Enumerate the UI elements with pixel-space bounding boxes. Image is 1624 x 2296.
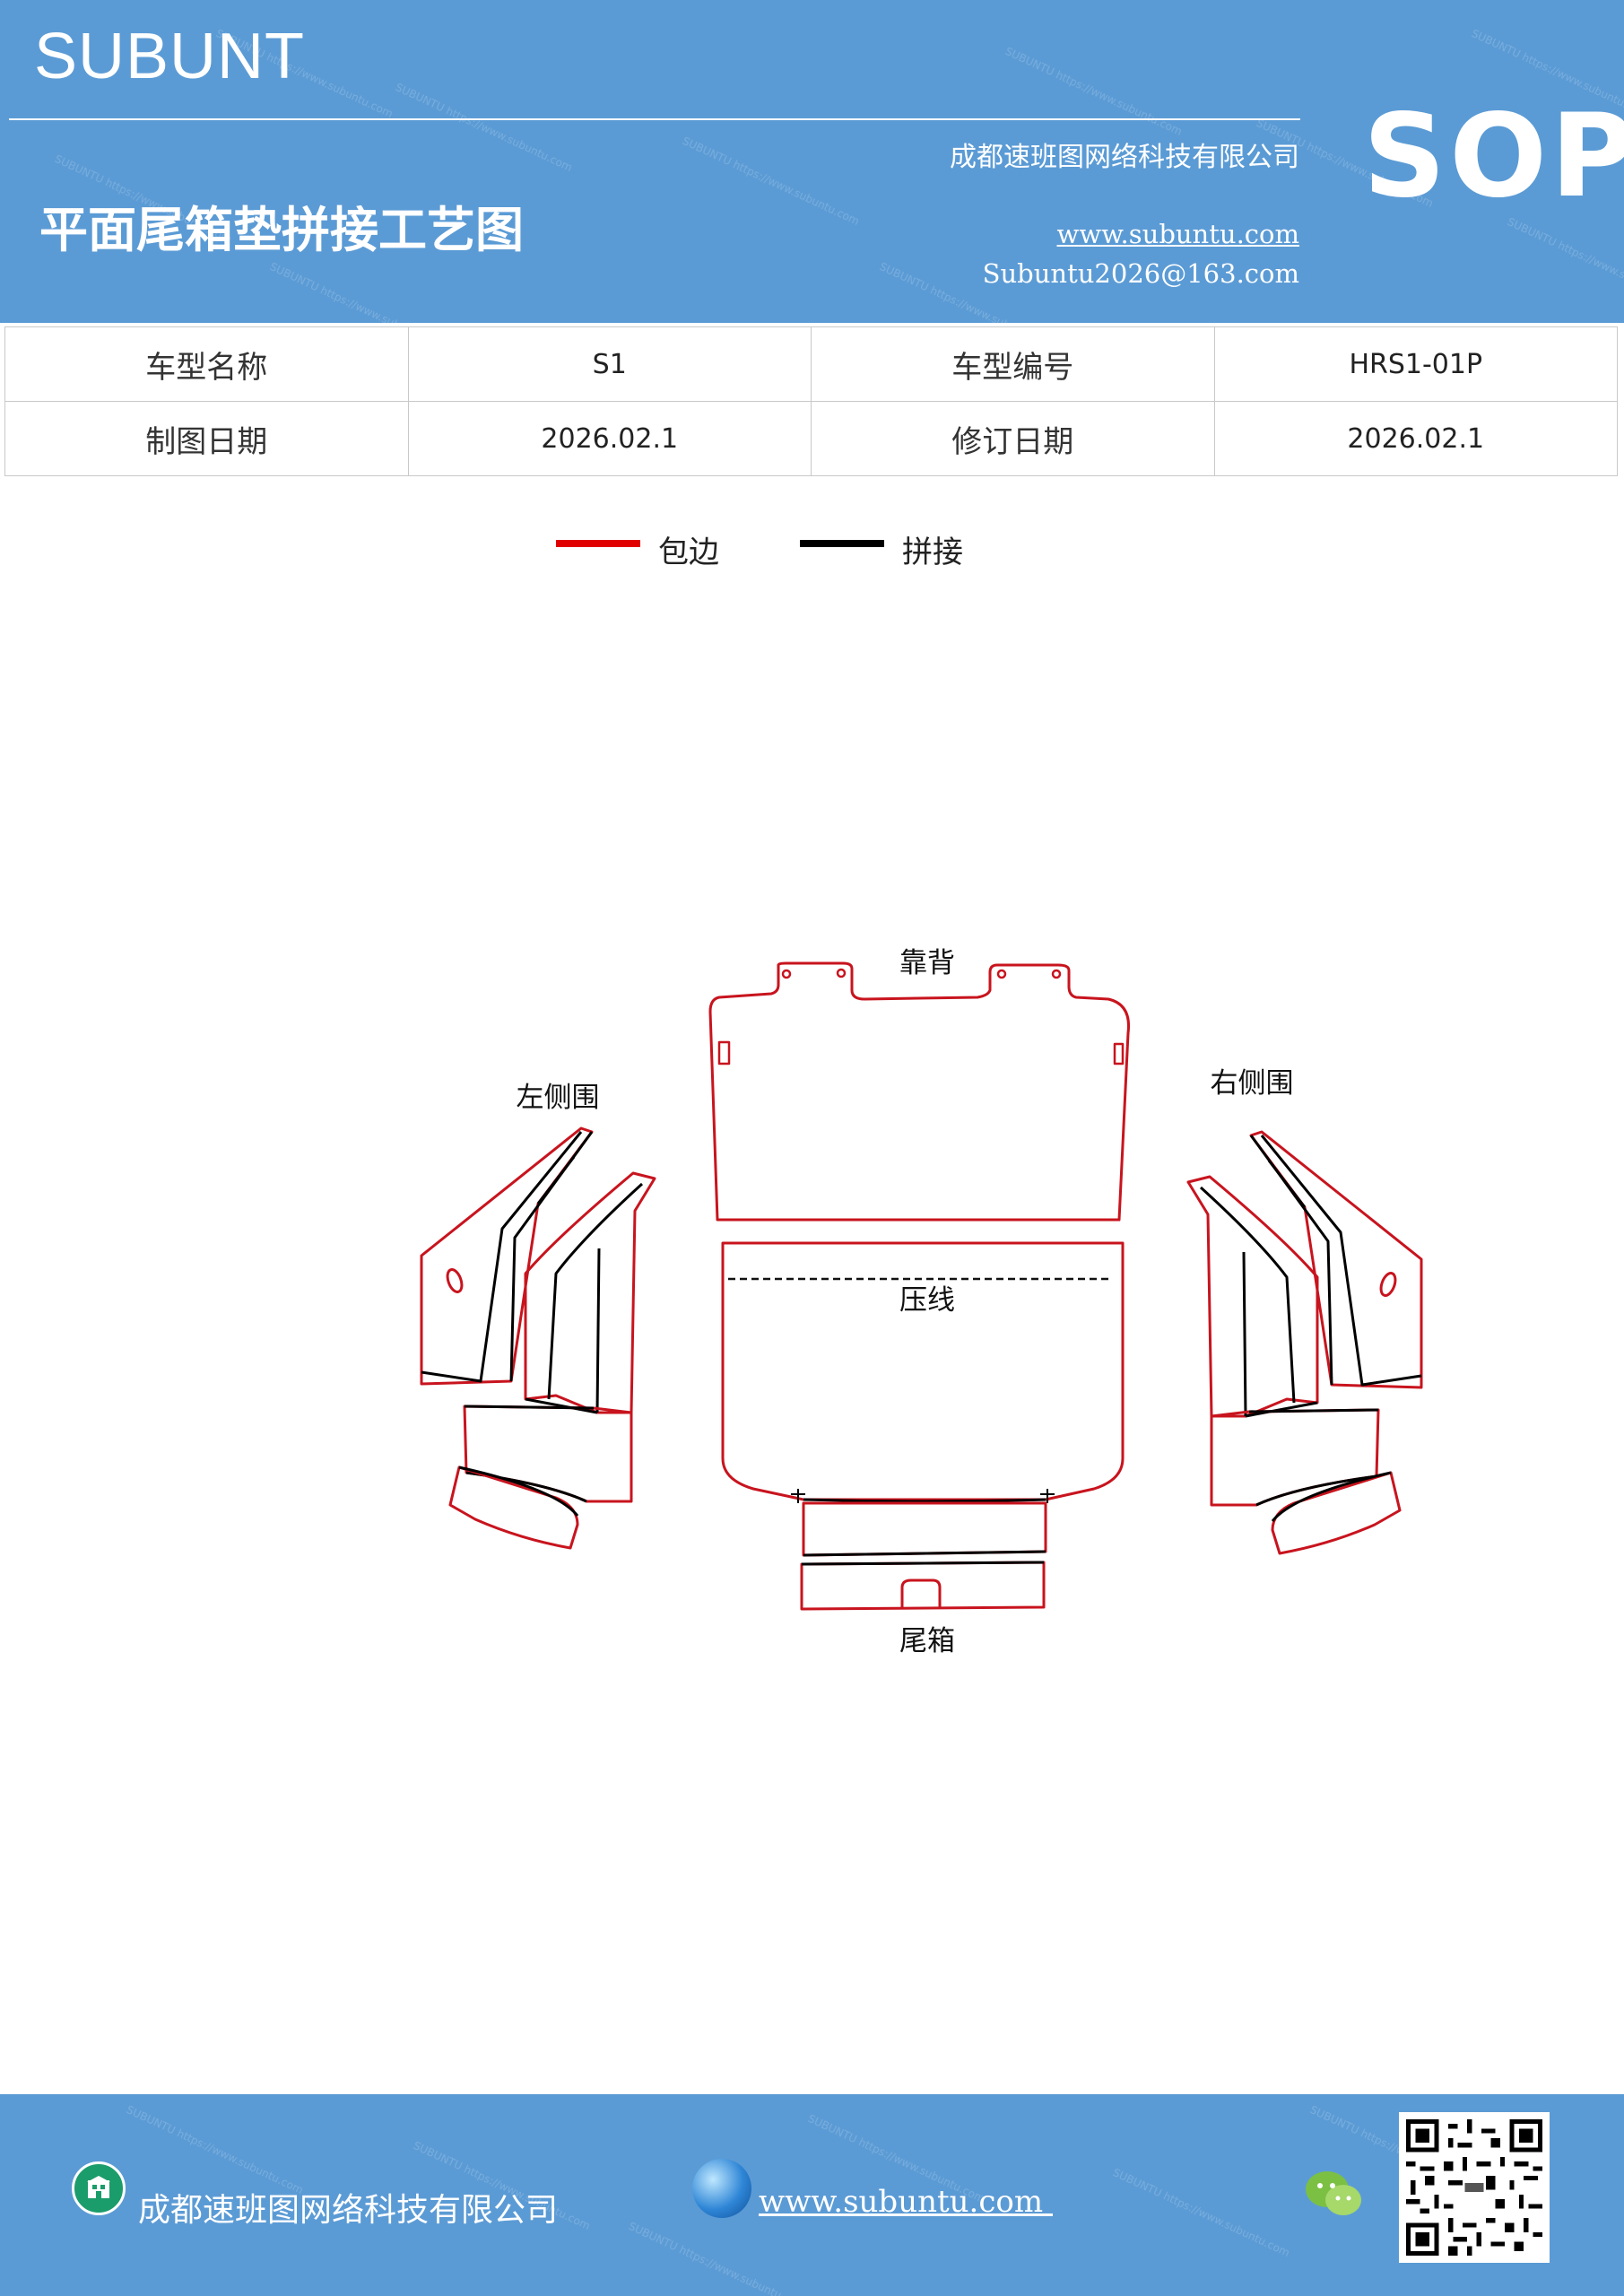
svg-text:SUBUNTU https://www.subuntu.co: SUBUNTU https://www.subuntu.com — [125, 2103, 306, 2196]
svg-text:SUBUNTU https://www.subuntu.co: SUBUNTU https://www.subuntu.com — [1003, 45, 1185, 138]
right-side-wheel-seam — [1255, 1474, 1377, 1507]
wechat-icon[interactable] — [1302, 2166, 1365, 2220]
qr-code[interactable] — [1399, 2112, 1550, 2263]
brand-name: SUBUNT — [34, 21, 306, 92]
legend-seam-label: 拼接 — [902, 535, 963, 570]
watermark-pattern: SUBUNTU https://www.subuntu.com SUBUNTU … — [53, 27, 1624, 323]
left-side-seam — [536, 1156, 576, 1205]
model-name-label: 车型名称 — [4, 326, 409, 402]
globe-icon — [692, 2159, 751, 2218]
left-side-bottom — [448, 1465, 579, 1550]
svg-text:SUBUNTU https://www.subuntu.co: SUBUNTU https://www.subuntu.com — [1111, 2166, 1292, 2259]
right-side-inner-seam — [1199, 1186, 1296, 1404]
right-side-inner-seam — [1245, 1401, 1318, 1418]
right-side-seam — [1260, 1135, 1422, 1387]
label-left-side: 左侧围 — [517, 1082, 600, 1114]
label-backrest: 靠背 — [899, 947, 955, 979]
legend-edge-label: 包边 — [658, 535, 719, 570]
model-code-label: 车型编号 — [811, 326, 1215, 402]
header-website-link[interactable]: www.subuntu.com — [1056, 219, 1299, 249]
mount-hole — [836, 968, 847, 978]
left-side-inner-seam — [595, 1248, 601, 1413]
backrest-slot-right — [1113, 1042, 1125, 1065]
backrest-slot-left — [717, 1040, 731, 1065]
revision-date-label: 修订日期 — [811, 401, 1215, 476]
model-code-value: HRS1-01P — [1213, 326, 1618, 402]
footer-website-link[interactable]: www.subuntu.com — [759, 2184, 1053, 2220]
building-icon — [72, 2161, 126, 2215]
header-divider — [9, 118, 1300, 120]
model-name-value: S1 — [407, 326, 812, 402]
header-company-name: 成都速班图网络科技有限公司 — [950, 142, 1299, 173]
right-side-bottom-seam — [1271, 1471, 1392, 1522]
right-side-inner-seam — [1242, 1251, 1247, 1417]
table-row: 车型名称 S1 车型编号 HRS1-01P — [4, 326, 1618, 402]
trunk-mat-diagram: 靠背 左侧围 右侧围 压线 尾箱 — [420, 947, 1423, 1657]
left-side-hole — [446, 1268, 464, 1293]
svg-text:SUBUNTU https://www.subuntu.co: SUBUNTU https://www.subuntu.com — [394, 81, 575, 174]
draw-date-label: 制图日期 — [4, 401, 409, 476]
label-trunk: 尾箱 — [899, 1625, 955, 1657]
header-banner: SUBUNTU https://www.subuntu.com SUBUNTU … — [0, 0, 1624, 323]
svg-text:SUBUNTU https://www.subuntu.co: SUBUNTU https://www.subuntu.com — [681, 135, 862, 228]
label-press-line: 压线 — [899, 1284, 955, 1317]
mount-hole — [1051, 969, 1062, 979]
document-title: 平面尾箱垫拼接工艺图 — [39, 202, 524, 258]
mount-hole — [996, 969, 1007, 979]
right-side-wheel-seam — [1248, 1408, 1379, 1413]
seam-mark — [1040, 1489, 1055, 1503]
trunk-strip-notch — [900, 1578, 942, 1607]
vehicle-info-table: 车型名称 S1 车型编号 HRS1-01P 制图日期 2026.02.1 修订日… — [4, 326, 1618, 476]
svg-text:SUBUNTU https://www.subuntu.co: SUBUNTU https://www.subuntu.com — [268, 260, 449, 323]
legend-edge-swatch — [556, 540, 640, 547]
table-row: 制图日期 2026.02.1 修订日期 2026.02.1 — [4, 401, 1618, 476]
right-side-panel-group — [1186, 1130, 1423, 1555]
footer-company-name: 成都速班图网络科技有限公司 — [138, 2192, 559, 2229]
revision-date-value: 2026.02.1 — [1213, 401, 1618, 476]
floor-seam — [803, 1498, 1046, 1503]
svg-text:SUBUNTU https://www.subuntu.co: SUBUNTU https://www.subuntu.com — [1506, 215, 1624, 309]
left-side-bottom-seam — [458, 1465, 579, 1517]
right-side-seam — [1267, 1160, 1307, 1208]
left-side-seam — [421, 1131, 583, 1383]
right-side-hole — [1379, 1272, 1397, 1297]
mount-hole — [781, 969, 792, 979]
seam-mark — [791, 1489, 805, 1503]
trunk-strip-upper — [802, 1501, 1047, 1557]
trunk-floor-panel — [721, 1241, 1125, 1501]
backrest-panel — [708, 961, 1131, 1222]
footer-banner: SUBUNTU https://www.subuntu.com SUBUNTU … — [0, 2094, 1624, 2296]
footer-watermark: SUBUNTU https://www.subuntu.com SUBUNTU … — [125, 2103, 1489, 2296]
right-side-bottom — [1271, 1471, 1402, 1555]
header-email[interactable]: Subuntu2026@163.com — [982, 258, 1299, 289]
strip-seam — [801, 1561, 1045, 1566]
trunk-strip-lower — [800, 1561, 1046, 1611]
left-side-wheel-seam — [464, 1405, 595, 1410]
left-side-inner-seam — [547, 1182, 644, 1400]
right-side-inner — [1186, 1175, 1319, 1418]
left-side-inner — [524, 1171, 656, 1414]
svg-text:SUBUNTU https://www.subuntu.co: SUBUNTU https://www.subuntu.com — [627, 2220, 808, 2296]
label-right-side: 右侧围 — [1211, 1067, 1294, 1100]
draw-date-value: 2026.02.1 — [407, 401, 812, 476]
legend-seam-swatch — [800, 540, 884, 547]
left-side-inner-seam — [525, 1397, 598, 1414]
strip-seam — [803, 1550, 1046, 1557]
legend: 包边 拼接 — [0, 527, 1624, 572]
sop-badge: SOP — [1363, 90, 1624, 223]
